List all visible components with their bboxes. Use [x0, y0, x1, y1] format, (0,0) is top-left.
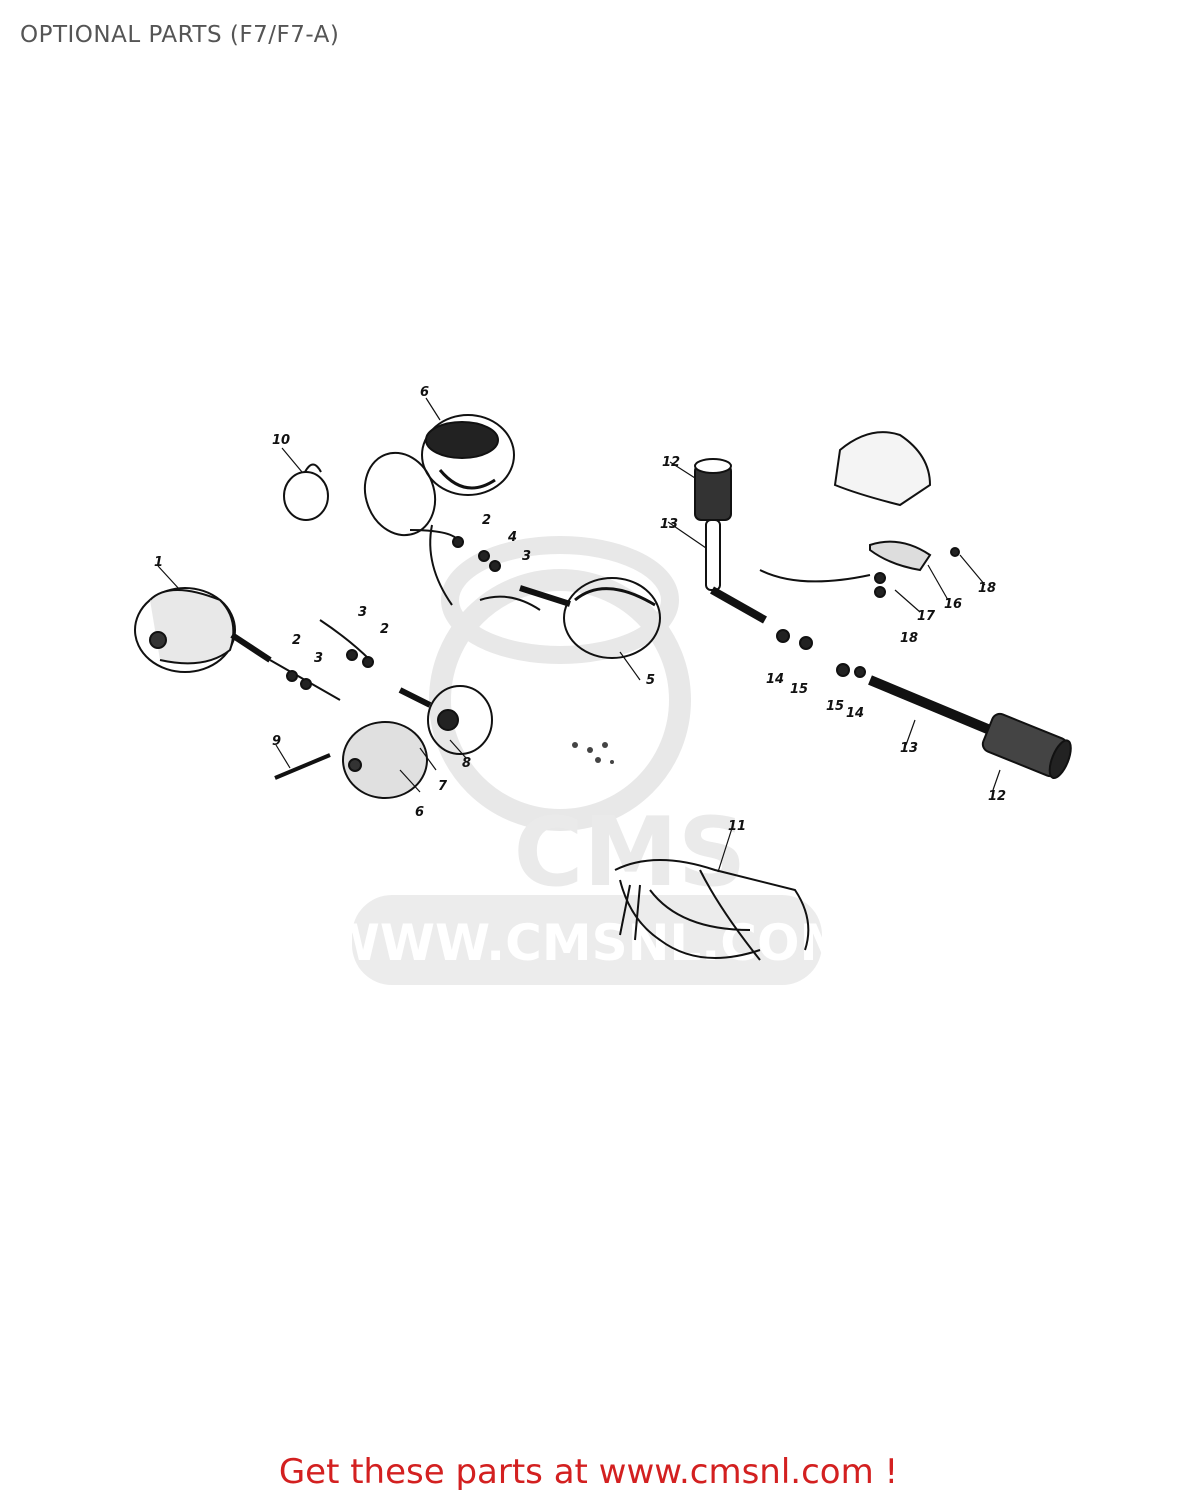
- part-5-turn-signal: [479, 577, 661, 659]
- callout-11: 11: [728, 819, 746, 834]
- callout-16: 16: [944, 597, 962, 612]
- callout-15a: 15: [790, 682, 808, 697]
- callout-18b: 18: [900, 631, 918, 646]
- callout-14a: 14: [766, 672, 784, 687]
- part-13-handlebar-top: [705, 519, 767, 624]
- callout-8: 8: [462, 756, 471, 771]
- part-16-switch: [759, 431, 932, 583]
- callout-6b: 6: [415, 805, 424, 820]
- part-13-handlebar-lower: [868, 675, 1072, 780]
- callout-14b: 14: [846, 706, 864, 721]
- page-title: OPTIONAL PARTS (F7/F7-A): [20, 22, 340, 48]
- part-drawings: [134, 397, 1072, 961]
- callout-3a: 3: [314, 651, 323, 666]
- callout-2b: 2: [380, 622, 389, 637]
- scatter-dots: [572, 742, 614, 764]
- part-11-harness: [614, 859, 810, 961]
- part-9-bolt: [274, 753, 331, 780]
- callout-17: 17: [917, 609, 936, 624]
- callout-7: 7: [438, 779, 448, 794]
- part-10-lamp: [283, 463, 329, 521]
- callout-10: 10: [272, 433, 290, 448]
- callout-18a: 18: [978, 581, 996, 596]
- callout-15b: 15: [826, 699, 844, 714]
- callout-12b: 12: [988, 789, 1006, 804]
- leader-lines: [157, 397, 1001, 873]
- callout-6a: 6: [420, 385, 429, 400]
- callout-12a: 12: [662, 455, 680, 470]
- nuts-washers: [286, 536, 960, 690]
- part-1-turn-signal: [134, 587, 341, 701]
- cms-watermark: WWW.CMSNL.COM CMS: [325, 536, 850, 985]
- callout-3c: 3: [522, 549, 531, 564]
- callout-4: 4: [507, 530, 517, 545]
- callout-3b: 3: [358, 605, 367, 620]
- callout-1: 1: [154, 555, 163, 570]
- callout-9: 9: [272, 734, 281, 749]
- callout-5: 5: [646, 673, 655, 688]
- watermark-url: WWW.CMSNL.COM: [325, 914, 850, 972]
- callout-13a: 13: [660, 517, 678, 532]
- callout-labels: 1 2 2 2 3 3 3 4 5 6 6 7 8 9 10 11 12 12 …: [154, 385, 1006, 834]
- shop-link-footer[interactable]: Get these parts at www.cmsnl.com !: [278, 1452, 899, 1492]
- part-12-grip-top: [694, 458, 732, 521]
- callout-2a: 2: [292, 633, 301, 648]
- part-6-7-8-turn-signal: [319, 619, 493, 799]
- callout-2c: 2: [482, 513, 491, 528]
- part-6-housing-top: [421, 414, 515, 496]
- callout-13b: 13: [900, 741, 918, 756]
- part-lens-top: [363, 451, 459, 606]
